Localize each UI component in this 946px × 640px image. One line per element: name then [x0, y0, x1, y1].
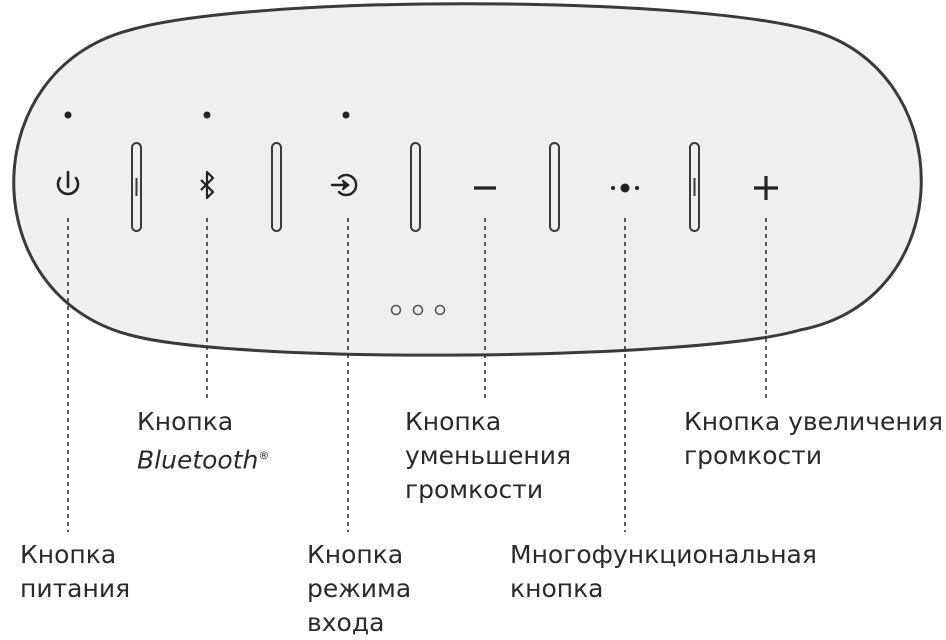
leader-lines — [67, 218, 767, 532]
bluetooth-button-label: Кнопка Bluetooth® — [137, 407, 270, 475]
bluetooth-led — [203, 111, 211, 119]
power-button-label: Кнопка питания — [20, 540, 131, 603]
speaker-body — [12, 2, 923, 357]
volume-down-button-label: Кнопка уменьшения громкости — [405, 407, 572, 504]
power-led — [64, 111, 72, 119]
plus-icon[interactable] — [754, 176, 778, 200]
input-mode-icon[interactable] — [330, 173, 358, 197]
button-separators — [131, 142, 700, 232]
volume-up-button-label: Кнопка увеличения громкости — [684, 407, 944, 470]
multifunction-button-label: Многофункциональная кнопка — [510, 540, 817, 603]
status-dots — [390, 304, 446, 316]
power-icon[interactable] — [56, 170, 80, 196]
bluetooth-icon[interactable] — [200, 170, 215, 200]
input-led — [342, 111, 350, 119]
multifunction-icon[interactable] — [611, 183, 639, 193]
input-mode-button-label: Кнопка режима входа — [307, 540, 412, 637]
